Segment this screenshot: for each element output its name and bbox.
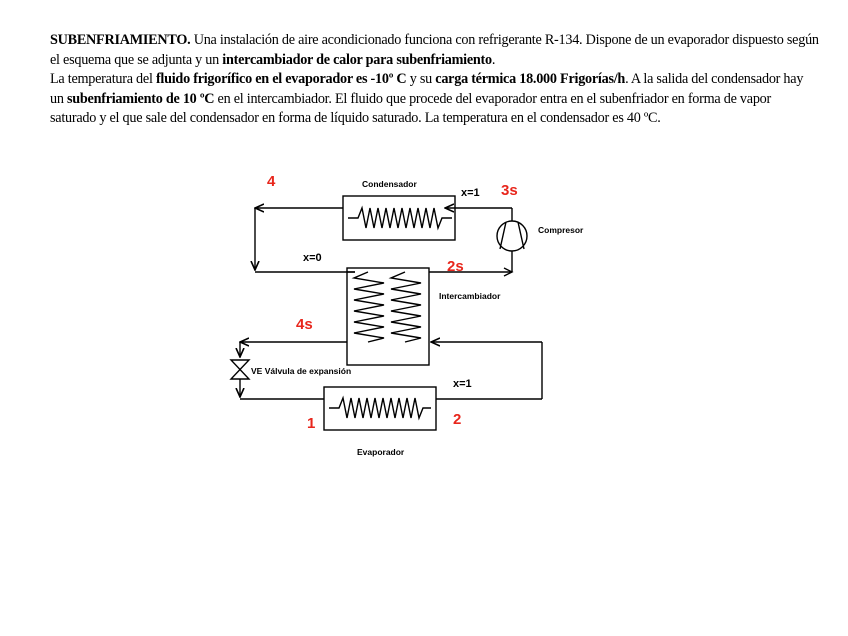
evaporator-coil [329,395,431,421]
quality-x1-top: x=1 [461,187,480,199]
condenser-coil [348,205,452,231]
compressor-symbol [496,220,528,252]
compressor-label: Compresor [538,225,584,235]
point-4: 4 [267,173,276,190]
point-3s: 3s [501,182,518,199]
condenser-label: Condensador [362,179,417,189]
evaporator-box [323,386,437,431]
exchanger-label: Intercambiador [439,291,501,301]
evaporator-label: Evaporador [357,447,405,457]
problem-title: SUBENFRIAMIENTO. [50,32,191,48]
quality-x1-bottom: x=1 [453,378,472,390]
quality-x0: x=0 [303,252,322,264]
expansion-valve-symbol [229,359,251,380]
exchanger-coil-left [351,271,385,343]
point-2s: 2s [447,258,464,275]
condenser-box [342,195,456,241]
exchanger-box [346,267,430,366]
problem-statement: SUBENFRIAMIENTO. Una instalación de aire… [50,32,819,127]
point-1: 1 [307,415,315,432]
exchanger-coil-right [388,271,422,343]
point-2: 2 [453,411,461,428]
expansion-valve-label: VE Válvula de expansión [251,366,351,376]
point-4s: 4s [296,316,313,333]
